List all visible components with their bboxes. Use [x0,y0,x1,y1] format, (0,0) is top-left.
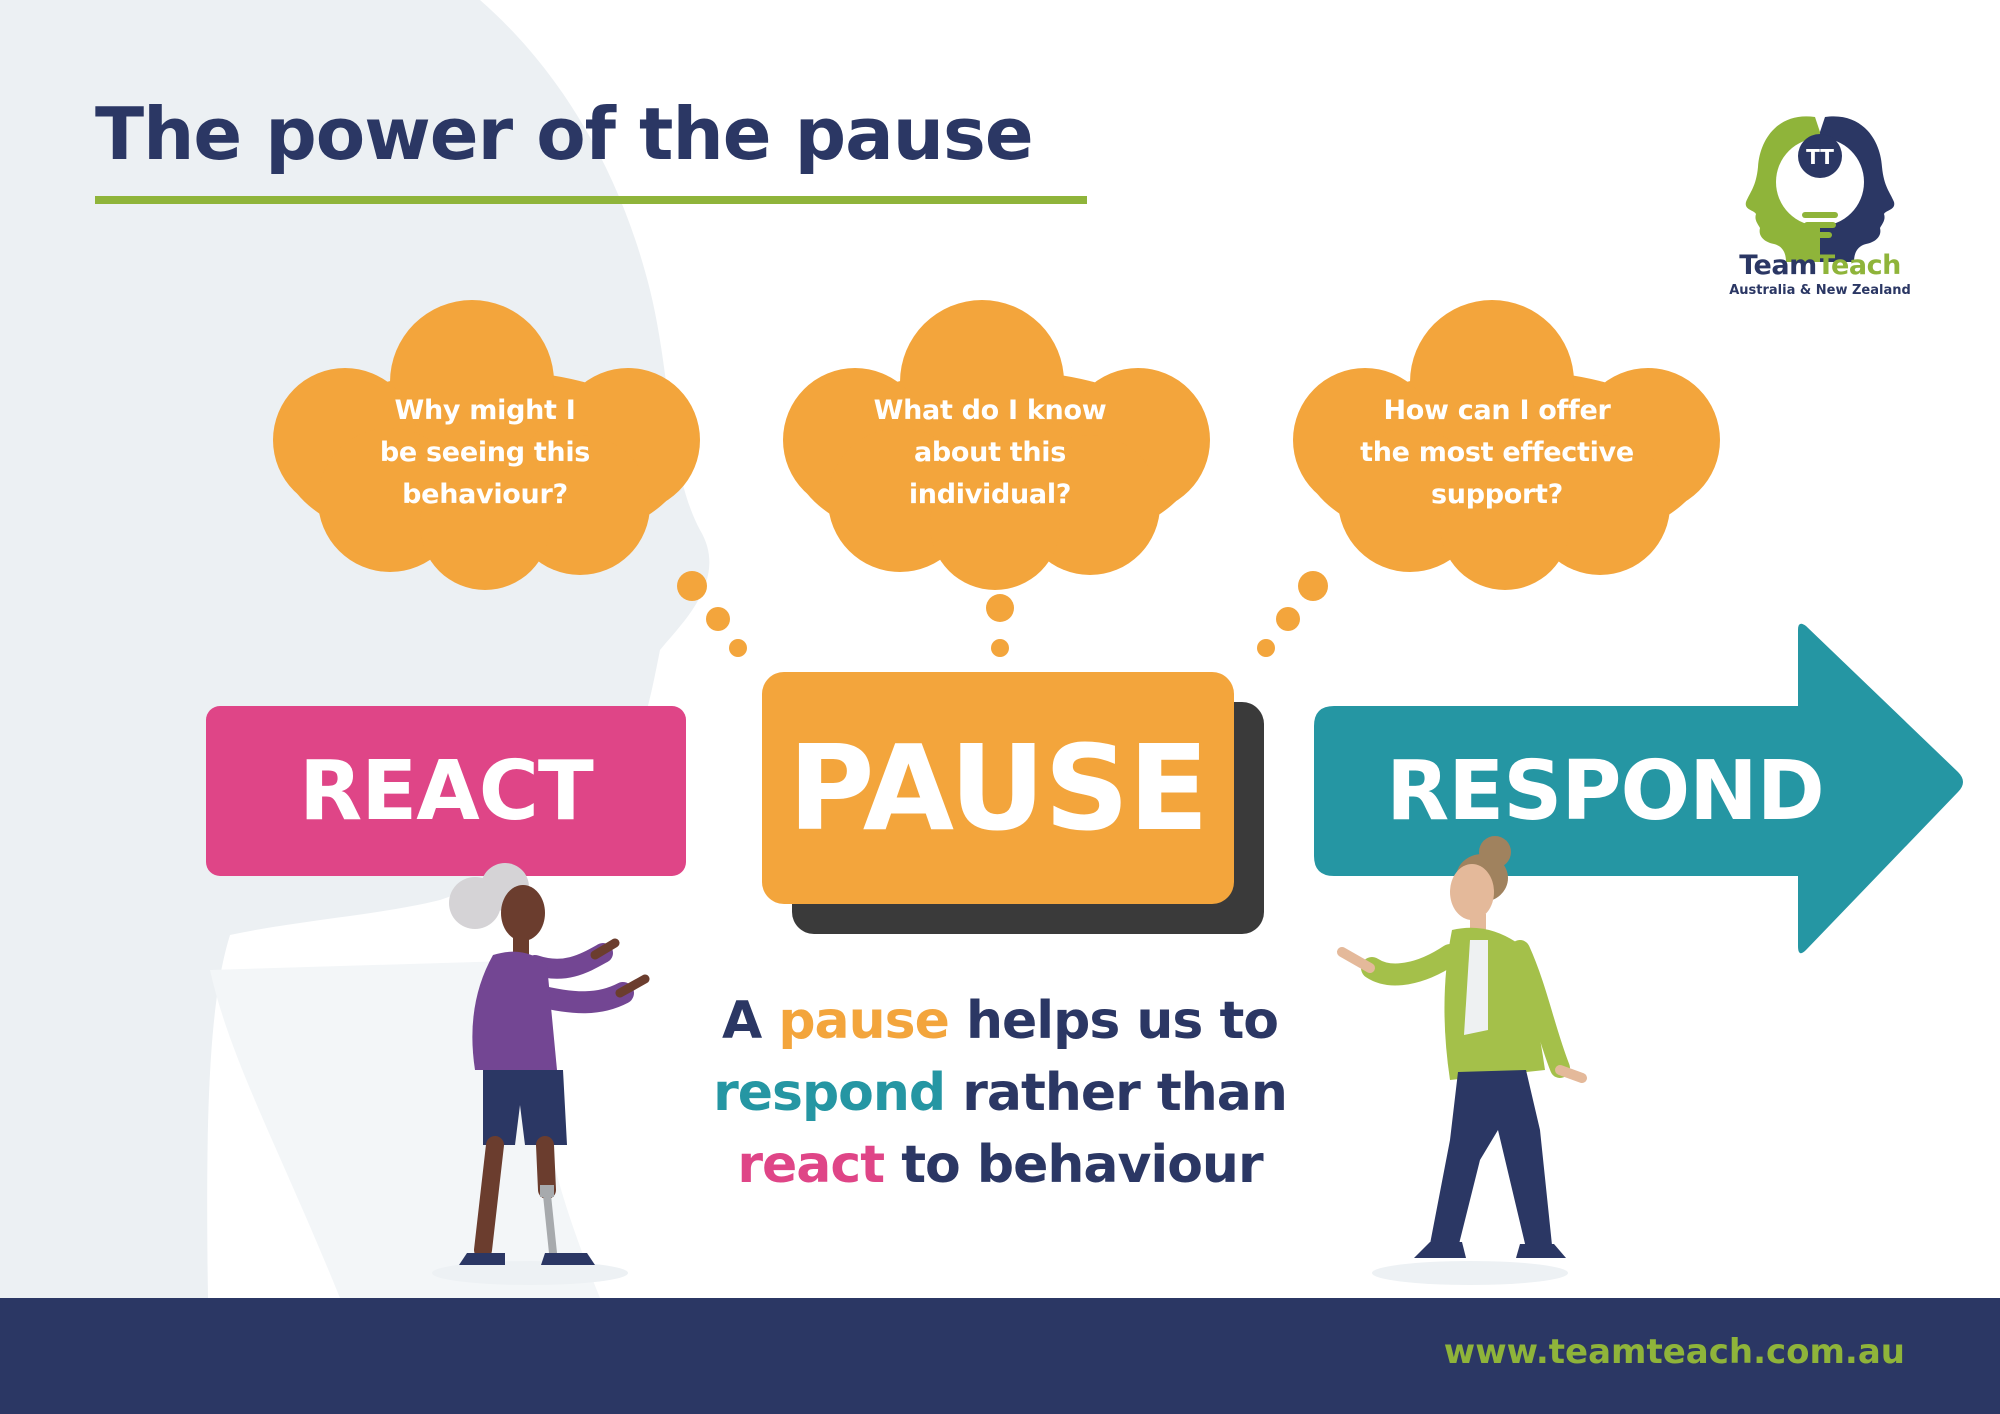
thought-connector-dots [677,571,1328,657]
keyword-pause: pause [778,991,950,1051]
bubble-line: How can I offer [1383,395,1611,426]
title-underline [95,196,1087,204]
bubble-line: support? [1431,479,1563,510]
message-word-a: A [721,991,762,1051]
bubble-line: be seeing this [379,437,591,468]
woman-with-prosthetic-leg-figure [432,863,650,1285]
message-text: to behaviour [901,1135,1263,1195]
thought-bubble-1 [273,300,700,590]
message-text: helps us to [965,991,1279,1051]
page-title: The power of the pause [95,92,1034,176]
logo-wordmark: TeamTeach [1725,250,1915,281]
message-line-3: react to behaviour [640,1129,1360,1201]
teamteach-logo-icon: TT [1745,116,1895,262]
logo-word-team: Team [1739,250,1817,281]
keyword-react: react [737,1135,885,1195]
website-link[interactable]: www.teamteach.com.au [1443,1332,1905,1372]
pause-box: PAUSE [762,672,1234,904]
thought-bubble-2 [783,300,1210,590]
bubble-line: behaviour? [402,479,568,510]
footer-bar: www.teamteach.com.au [0,1298,2000,1414]
logo-subtitle: Australia & New Zealand [1729,283,1911,298]
key-message: A pause helps us to respond rather than … [640,985,1360,1201]
thought-bubble-3 [1293,300,1720,590]
message-line-2: respond rather than [640,1057,1360,1129]
logo-monogram: TT [1806,145,1834,169]
thought-bubble-text-2: What do I know about this individual? [840,390,1140,516]
keyword-respond: respond [713,1063,946,1123]
thought-bubble-text-1: Why might I be seeing this behaviour? [335,390,635,516]
woman-in-green-jacket-figure [1337,836,1587,1285]
bubble-line: individual? [908,479,1072,510]
logo-word-teach: Teach [1816,250,1902,281]
respond-label: RESPOND [1386,743,1825,839]
message-line-1: A pause helps us to [640,985,1360,1057]
bubble-line: the most effective [1360,437,1634,468]
thought-bubble-text-3: How can I offer the most effective suppo… [1347,390,1647,516]
bubble-line: about this [913,437,1067,468]
message-text: rather than [962,1063,1288,1123]
react-box: REACT [206,706,686,876]
bubble-line: What do I know [873,395,1107,426]
bubble-line: Why might I [394,395,576,426]
